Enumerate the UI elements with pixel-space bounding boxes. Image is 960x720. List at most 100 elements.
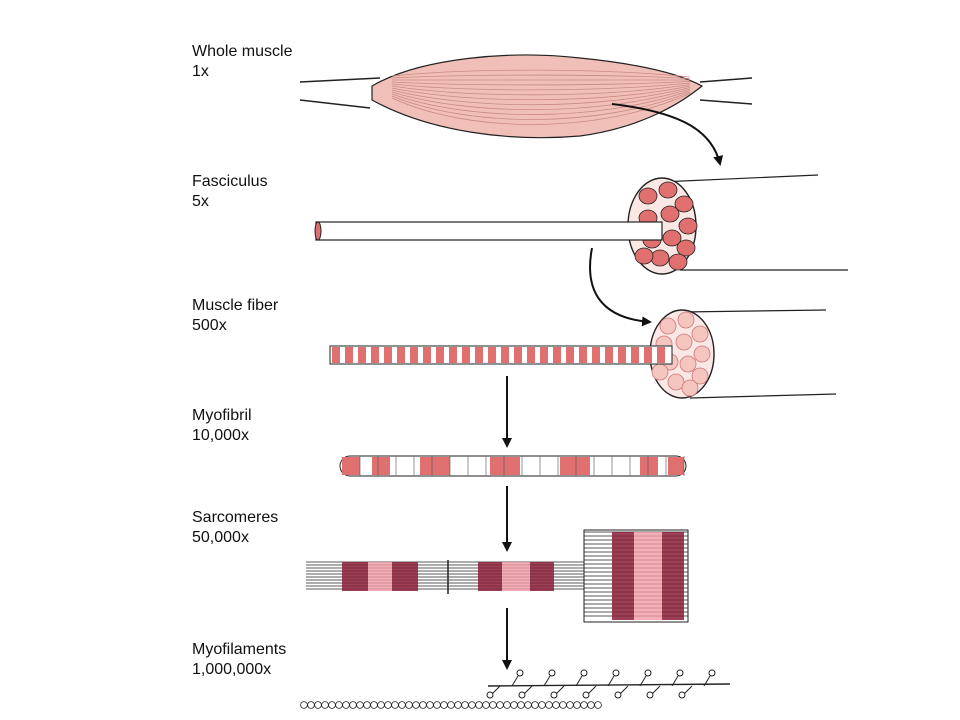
muscle-striation-line: [391, 84, 691, 96]
fiber-rod-band: [423, 347, 431, 363]
fiber-myofibril-section: [681, 379, 699, 397]
level-name: Fasciculus: [192, 173, 268, 190]
muscle-striation-line: [391, 91, 691, 120]
actin-bead: [391, 701, 399, 709]
level-name: Myofibril: [192, 407, 252, 424]
fiber-bundle-body: [681, 309, 837, 399]
actin-bead: [433, 701, 441, 709]
fasciculus-bundle-body: [659, 174, 848, 271]
actin-bead: [349, 701, 357, 709]
fiber-rod-band: [345, 347, 353, 363]
fiber-rod-band: [449, 347, 457, 363]
fiber-rod-band: [527, 347, 535, 363]
myosin-head: [486, 691, 494, 699]
actin-bead: [552, 701, 560, 709]
fiber-rod-band: [514, 347, 522, 363]
striated-myofibril-rod: [329, 345, 673, 365]
actin-bead: [489, 701, 497, 709]
muscle-tendon-top: [299, 77, 381, 83]
sarcomere-a-band: [392, 562, 418, 591]
actin-bead: [503, 701, 511, 709]
fasciculus-fiber-section: [660, 205, 680, 223]
fiber-rod-band: [631, 347, 639, 363]
myosin-head-stem: [703, 675, 711, 687]
actin-bead: [314, 701, 322, 709]
myosin-head-stem: [651, 685, 661, 695]
actin-bead: [573, 701, 581, 709]
actin-bead: [594, 701, 602, 709]
fasciculus-fiber-section: [638, 187, 658, 205]
level-label-sarcomeres: Sarcomeres 50,000x: [192, 508, 278, 548]
fasciculus-fiber-section: [668, 253, 688, 271]
muscle-striation-line: [391, 85, 691, 101]
muscle-striation-line: [391, 87, 691, 106]
actin-bead: [300, 701, 308, 709]
fiber-rod-band: [579, 347, 587, 363]
fasciculus-fiber-section: [634, 247, 654, 265]
myosin-head: [708, 669, 716, 677]
fiber-rod-band: [371, 347, 379, 363]
actin-bead: [447, 701, 455, 709]
fiber-rod-band: [657, 347, 665, 363]
level-name: Whole muscle: [192, 43, 293, 60]
sarcomere-h-zone: [502, 562, 530, 591]
actin-bead: [398, 701, 406, 709]
actin-bead: [419, 701, 427, 709]
level-label-whole-muscle: Whole muscle 1x: [192, 42, 292, 82]
myosin-head: [582, 691, 590, 699]
myofibril-band: [490, 457, 520, 475]
fiber-rod-band: [397, 347, 405, 363]
level-magnification: 50,000x: [192, 529, 249, 546]
fiber-myofibril-section: [659, 317, 677, 335]
actin-bead: [328, 701, 336, 709]
actin-bead: [426, 701, 434, 709]
fiber-myofibril-section: [693, 345, 711, 363]
arrow-fasciculus-to-fiber: [589, 247, 652, 327]
actin-bead: [510, 701, 518, 709]
myosin-head-stem: [575, 675, 583, 687]
whole-muscle-illustration: [299, 54, 753, 139]
myofibril-band: [560, 457, 590, 475]
myosin-head-stem: [619, 685, 629, 695]
level-name: Sarcomeres: [192, 509, 279, 526]
fasciculus-fibers: [634, 181, 698, 271]
fiber-myofibril-section: [679, 355, 697, 373]
myosin-head: [612, 669, 620, 677]
myosin-head: [644, 669, 652, 677]
muscle-striations: [391, 69, 691, 125]
level-label-fasciculus: Fasciculus 5x: [192, 172, 268, 212]
myofilaments-illustration: [300, 669, 731, 709]
actin-bead: [363, 701, 371, 709]
level-name: Myofilaments: [192, 641, 287, 658]
fiber-rod-band: [566, 347, 574, 363]
fiber-rod-band: [501, 347, 509, 363]
actin-bead: [412, 701, 420, 709]
myosin-head-stem: [587, 685, 597, 695]
fiber-rod-band: [605, 347, 613, 363]
fiber-myofibril-section: [651, 363, 669, 381]
fasciculus-fiber-section: [676, 239, 696, 257]
myosin-head: [678, 691, 686, 699]
fiber-rod-band: [553, 347, 561, 363]
sarcomeres-illustration: [306, 529, 689, 623]
actin-bead: [545, 701, 553, 709]
actin-bead: [405, 701, 413, 709]
level-magnification: 1,000,000x: [192, 661, 272, 678]
muscle-striation-line: [391, 88, 691, 111]
fiber-rod-band: [358, 347, 366, 363]
myosin-head-stem: [491, 685, 501, 695]
actin-bead: [440, 701, 448, 709]
myosin-head-stem: [523, 685, 533, 695]
myosin-head: [548, 669, 556, 677]
actin-bead: [335, 701, 343, 709]
muscle-striation-line: [391, 69, 691, 78]
actin-bead: [559, 701, 567, 709]
fiber-rod-band: [475, 347, 483, 363]
fiber-myofibril-section: [691, 325, 709, 343]
muscle-striation-line: [391, 93, 691, 125]
level-label-myofibril: Myofibril 10,000x: [192, 406, 252, 446]
fasciculus-fiber-end: [314, 221, 322, 241]
actin-bead: [496, 701, 504, 709]
myofibril-band: [640, 457, 658, 475]
muscle-striation-line: [391, 74, 691, 79]
